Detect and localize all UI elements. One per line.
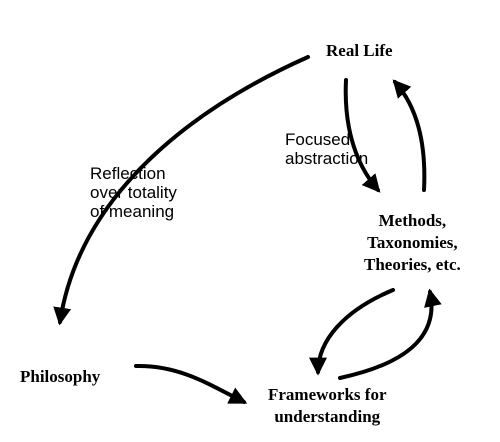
node-real-life: Real Life <box>326 41 393 60</box>
arrow-frameworks-to-methods <box>338 288 442 380</box>
node-frameworks: Frameworks for understanding <box>268 385 387 426</box>
node-philosophy: Philosophy <box>20 367 101 386</box>
arrow-methods-to-frameworks <box>309 288 395 376</box>
arrow-reallife-to-methods <box>343 78 381 193</box>
arrow-philosophy-to-frameworks <box>134 363 248 404</box>
arrow-reallife-to-philosophy <box>53 55 310 326</box>
label-focused-abstraction: Focused abstraction <box>285 130 369 168</box>
node-methods: Methods, Taxonomies, Theories, etc. <box>364 211 461 274</box>
label-reflection: Reflection over totality of meaning <box>90 164 177 221</box>
arrow-methods-to-reallife <box>392 79 427 192</box>
